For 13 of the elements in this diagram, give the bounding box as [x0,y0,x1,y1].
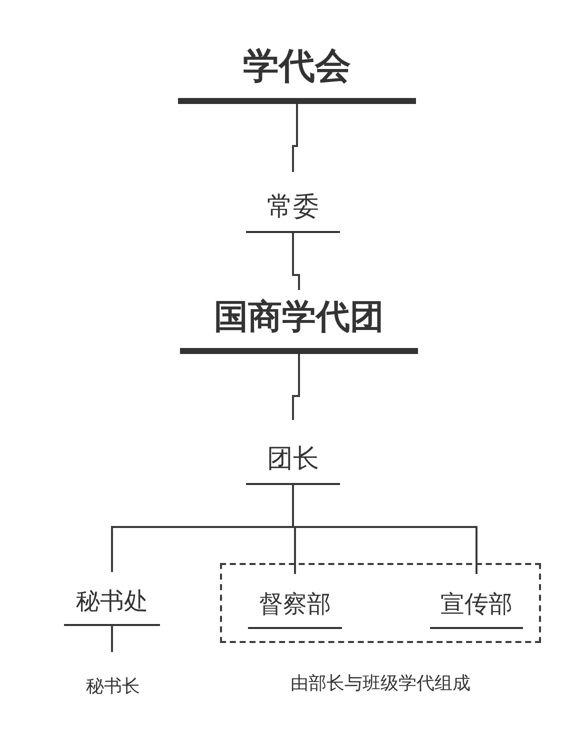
caption-text: 由部长与班级学代组成 [290,672,470,695]
label-text: 秘书长 [86,676,140,698]
connector-line [292,104,298,172]
connector-line [292,354,300,420]
label-text: 常委 [267,192,319,223]
connector-line [111,626,113,652]
label-text: 团长 [267,444,319,475]
connector-line [292,233,300,290]
label-text: 秘书处 [76,587,148,616]
heading-text: 学代会 [243,44,351,88]
label-text: 宣传部 [440,590,512,619]
heading-text: 国商学代团 [214,297,384,338]
label-text: 督察部 [259,590,331,619]
